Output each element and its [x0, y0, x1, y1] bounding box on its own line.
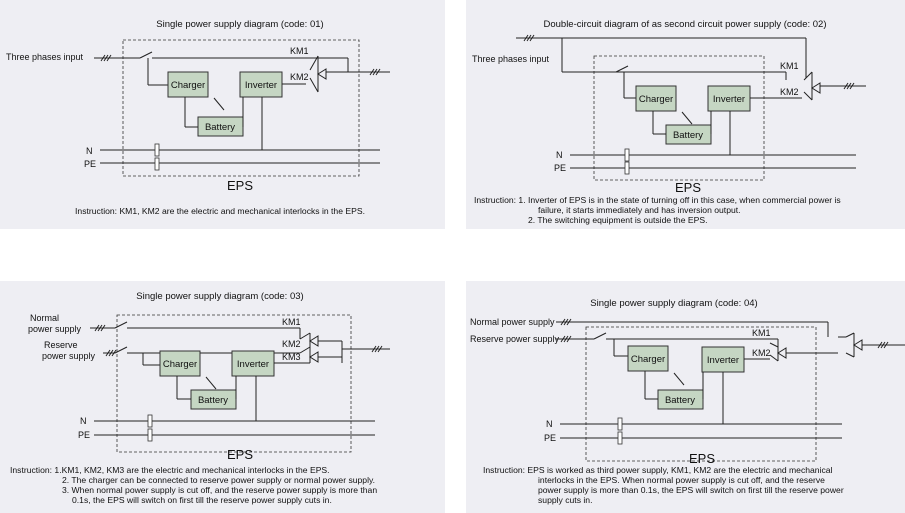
- battery-label: Battery: [198, 395, 228, 406]
- diagram-panel-04: Single power supply diagram (code: 04) N…: [466, 281, 905, 513]
- charger-box: [635, 85, 677, 112]
- pe-label: PE: [84, 159, 96, 169]
- eps-label: EPS: [675, 180, 701, 195]
- instruction-line-4: supply cuts in.: [538, 495, 592, 505]
- inverter-box: [231, 350, 275, 377]
- normal-power-label-2: power supply: [28, 324, 82, 334]
- diagram-title: Single power supply diagram (code: 03): [136, 291, 303, 302]
- inverter-label: Inverter: [237, 359, 269, 370]
- km2-label: KM2: [290, 72, 309, 82]
- charger-label: Charger: [639, 94, 673, 105]
- normal-input-line: [90, 321, 301, 339]
- battery-label: Battery: [205, 122, 235, 133]
- internal-wiring: [176, 362, 300, 421]
- km2-label: KM2: [752, 348, 771, 358]
- pe-label: PE: [554, 163, 566, 173]
- internal-wiring: [184, 83, 306, 150]
- pe-label: PE: [78, 430, 90, 440]
- instruction-line-3: power supply is more than 0.1s, the EPS …: [538, 485, 844, 495]
- inverter-label: Inverter: [707, 355, 739, 366]
- eps-label: EPS: [227, 447, 253, 462]
- fuse-pe: [147, 428, 153, 442]
- inverter-label: Inverter: [245, 80, 277, 91]
- n-label: N: [86, 146, 93, 156]
- km2-label: KM2: [282, 339, 301, 349]
- diagram-01-svg: Single power supply diagram (code: 01) T…: [6, 19, 390, 216]
- diagram-02-svg: Double-circuit diagram of as second circ…: [472, 19, 866, 225]
- n-label: N: [546, 419, 553, 429]
- pe-label: PE: [544, 433, 556, 443]
- diagram-title: Double-circuit diagram of as second circ…: [543, 19, 826, 30]
- fuse-pe: [617, 431, 623, 445]
- fuse-pe: [154, 157, 160, 171]
- n-label: N: [80, 416, 87, 426]
- km1-label: KM1: [752, 328, 771, 338]
- km1-label: KM1: [290, 46, 309, 56]
- diagram-03-svg: Single power supply diagram (code: 03) N…: [10, 291, 390, 505]
- charger-box: [159, 350, 201, 377]
- normal-power-label: Normal power supply: [470, 317, 555, 327]
- normal-input-line: [556, 318, 829, 337]
- inner-switch: [769, 339, 838, 362]
- instruction-line-4: 0.1s, the EPS will switch on first till …: [72, 495, 332, 505]
- instruction-line-1: Instruction: EPS is worked as third powe…: [483, 465, 833, 475]
- diagram-title: Single power supply diagram (code: 04): [590, 298, 757, 309]
- diagram-panel-01: Single power supply diagram (code: 01) T…: [0, 0, 445, 229]
- charger-box: [627, 345, 669, 372]
- eps-label: EPS: [689, 451, 715, 466]
- outer-switch: [838, 332, 905, 358]
- charger-label: Charger: [631, 354, 665, 365]
- diagram-panel-02: Double-circuit diagram of as second circ…: [466, 0, 905, 229]
- inverter-label: Inverter: [713, 94, 745, 105]
- charger-label: Charger: [163, 359, 197, 370]
- n-label: N: [556, 150, 563, 160]
- eps-enclosure: [593, 55, 765, 181]
- charger-label: Charger: [171, 80, 205, 91]
- instruction-line-1: Instruction: 1.KM1, KM2, KM3 are the ele…: [10, 465, 330, 475]
- km3-label: KM3: [282, 352, 301, 362]
- instruction-line-3: 2. The switching equipment is outside th…: [528, 215, 707, 225]
- fuse-n: [154, 143, 160, 157]
- charger-box: [167, 71, 209, 98]
- fuse-n: [617, 417, 623, 431]
- km2-label: KM2: [780, 87, 799, 97]
- eps-label: EPS: [227, 178, 253, 193]
- internal-wiring: [644, 358, 770, 424]
- input-line: [94, 51, 348, 86]
- km1-label: KM1: [780, 61, 799, 71]
- inverter-box: [239, 71, 283, 98]
- internal-wiring: [652, 97, 802, 155]
- three-phases-input-label: Three phases input: [6, 52, 84, 62]
- eps-enclosure: [585, 326, 817, 462]
- reserve-input-line: [556, 332, 778, 357]
- battery-label: Battery: [673, 130, 703, 141]
- instruction-line-1: Instruction: 1. Inverter of EPS is in th…: [474, 195, 841, 205]
- km1-label: KM1: [282, 317, 301, 327]
- diagram-panel-03: Single power supply diagram (code: 03) N…: [0, 281, 445, 513]
- input-line: [516, 34, 807, 99]
- diagram-title: Single power supply diagram (code: 01): [156, 19, 323, 30]
- eps-enclosure: [116, 314, 352, 453]
- fuse-n: [147, 414, 153, 428]
- reserve-power-label-1: Reserve: [44, 340, 78, 350]
- instruction-text: Instruction: KM1, KM2 are the electric a…: [75, 206, 365, 216]
- instruction-line-3: 3. When normal power supply is cut off, …: [62, 485, 377, 495]
- battery-label: Battery: [665, 395, 695, 406]
- fuse-n: [624, 148, 630, 162]
- instruction-line-2: 2. The charger can be connected to reser…: [62, 475, 375, 485]
- interlock-switch: [299, 332, 390, 364]
- three-phases-input-label: Three phases input: [472, 54, 550, 64]
- instruction-line-2: failure, it starts immediately and has i…: [538, 205, 741, 215]
- reserve-power-label: Reserve power supply: [470, 334, 560, 344]
- diagram-04-svg: Single power supply diagram (code: 04) N…: [470, 298, 905, 505]
- interlock-switch: [803, 71, 866, 101]
- interlock-switch: [309, 55, 390, 93]
- normal-power-label-1: Normal: [30, 313, 59, 323]
- fuse-pe: [624, 161, 630, 175]
- eps-enclosure: [122, 39, 360, 177]
- reserve-power-label-2: power supply: [42, 351, 96, 361]
- inverter-box: [701, 346, 745, 373]
- instruction-line-2: interlocks in the EPS. When normal power…: [538, 475, 825, 485]
